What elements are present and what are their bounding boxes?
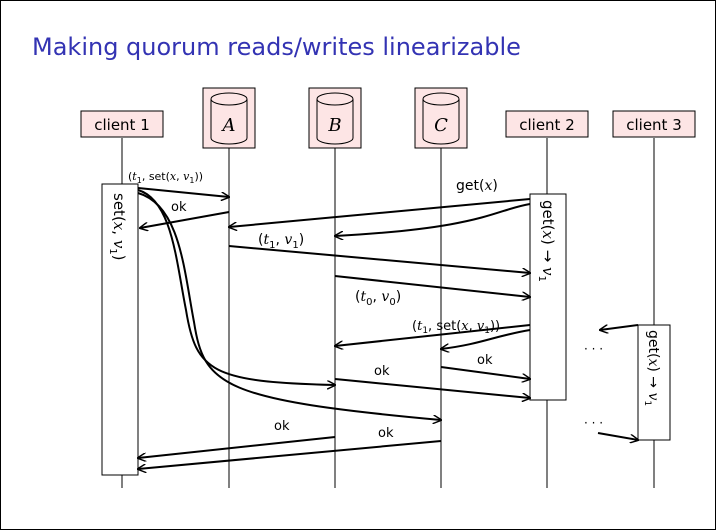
client-3-label: client 3: [626, 116, 682, 134]
client-2-label: client 2: [519, 116, 575, 134]
client-2-operation-label: get(x) → v1: [536, 200, 557, 282]
client-1-label: client 1: [94, 116, 150, 134]
set-request-to-c: [137, 192, 441, 420]
participant-client-2: client 2: [505, 110, 589, 138]
ok-from-a-to-client-1: [140, 211, 230, 228]
replica-c-label: C: [434, 115, 448, 136]
ok-c-to-client-1-label: ok: [378, 426, 394, 441]
reply-b-label: (t0, v0): [355, 289, 401, 308]
operation-box-client-2: get(x) → v1: [529, 193, 567, 401]
message-arrows: [137, 187, 639, 469]
replica-b-label: B: [327, 115, 341, 136]
client-2-activation: [529, 193, 567, 401]
ok-from-c-to-client-2: [440, 366, 530, 379]
ok-c-to-client-2-label: ok: [477, 353, 493, 368]
database-icon: [210, 99, 248, 145]
writeback-label: (t1, set(x, v1)): [412, 319, 500, 336]
ok-b-to-client-1-label: ok: [274, 419, 290, 434]
database-icon: [422, 99, 460, 145]
client-1-operation-label: set(x, v1): [107, 193, 128, 261]
writeback-to-b: [335, 324, 531, 346]
client-2-box: [505, 110, 589, 138]
slide-title: Making quorum reads/writes linearizable: [32, 33, 521, 61]
operation-box-client-1: set(x, v1): [101, 183, 139, 476]
replica-a-label: A: [221, 115, 236, 136]
client-3-operation-label: get(x) → v1: [642, 330, 661, 406]
get-request-to-b: [335, 203, 531, 236]
database-icon-top: [316, 92, 354, 106]
ok-a-label: ok: [171, 200, 187, 215]
operation-box-client-3: get(x) → v1: [637, 324, 671, 441]
participant-client-3: client 3: [612, 110, 696, 138]
message-labels: (t1, set(x, v1)) ok get(x) (t1, v1) (t0,…: [128, 170, 603, 441]
database-icon-top: [422, 92, 460, 106]
set-request-label: (t1, set(x, v1)): [128, 170, 203, 185]
ok-from-c-to-client-1: [138, 440, 442, 469]
ok-from-b-to-client-1: [138, 436, 336, 458]
ellipsis-lower: · · ·: [584, 416, 603, 430]
client-3-response-in: [597, 432, 638, 440]
set-request-to-b: [137, 189, 335, 385]
client-3-box: [612, 110, 696, 138]
get-request-label: get(x): [456, 178, 498, 194]
participant-replica-c: C: [414, 87, 468, 149]
database-icon-top: [210, 92, 248, 106]
participant-replica-a: A: [202, 87, 256, 149]
ellipsis-upper: · · ·: [584, 342, 603, 356]
client-3-activation: [637, 324, 671, 441]
set-request-to-a: [137, 187, 229, 197]
client-3-request-in: [600, 324, 639, 330]
client-1-activation: [101, 183, 139, 476]
client-1-box: [80, 110, 164, 138]
writeback-to-c: [441, 329, 531, 349]
ok-b-to-client-2-label: ok: [374, 364, 390, 379]
participant-client-1: client 1: [80, 110, 164, 138]
get-request-to-a: [229, 198, 531, 227]
reply-a-label: (t1, v1): [258, 232, 304, 251]
database-icon: [316, 99, 354, 145]
reply-a-to-client-2: [228, 245, 530, 273]
ok-from-b-to-client-2: [334, 378, 530, 398]
participant-replica-b: B: [308, 87, 362, 149]
reply-b-to-client-2: [334, 275, 530, 297]
